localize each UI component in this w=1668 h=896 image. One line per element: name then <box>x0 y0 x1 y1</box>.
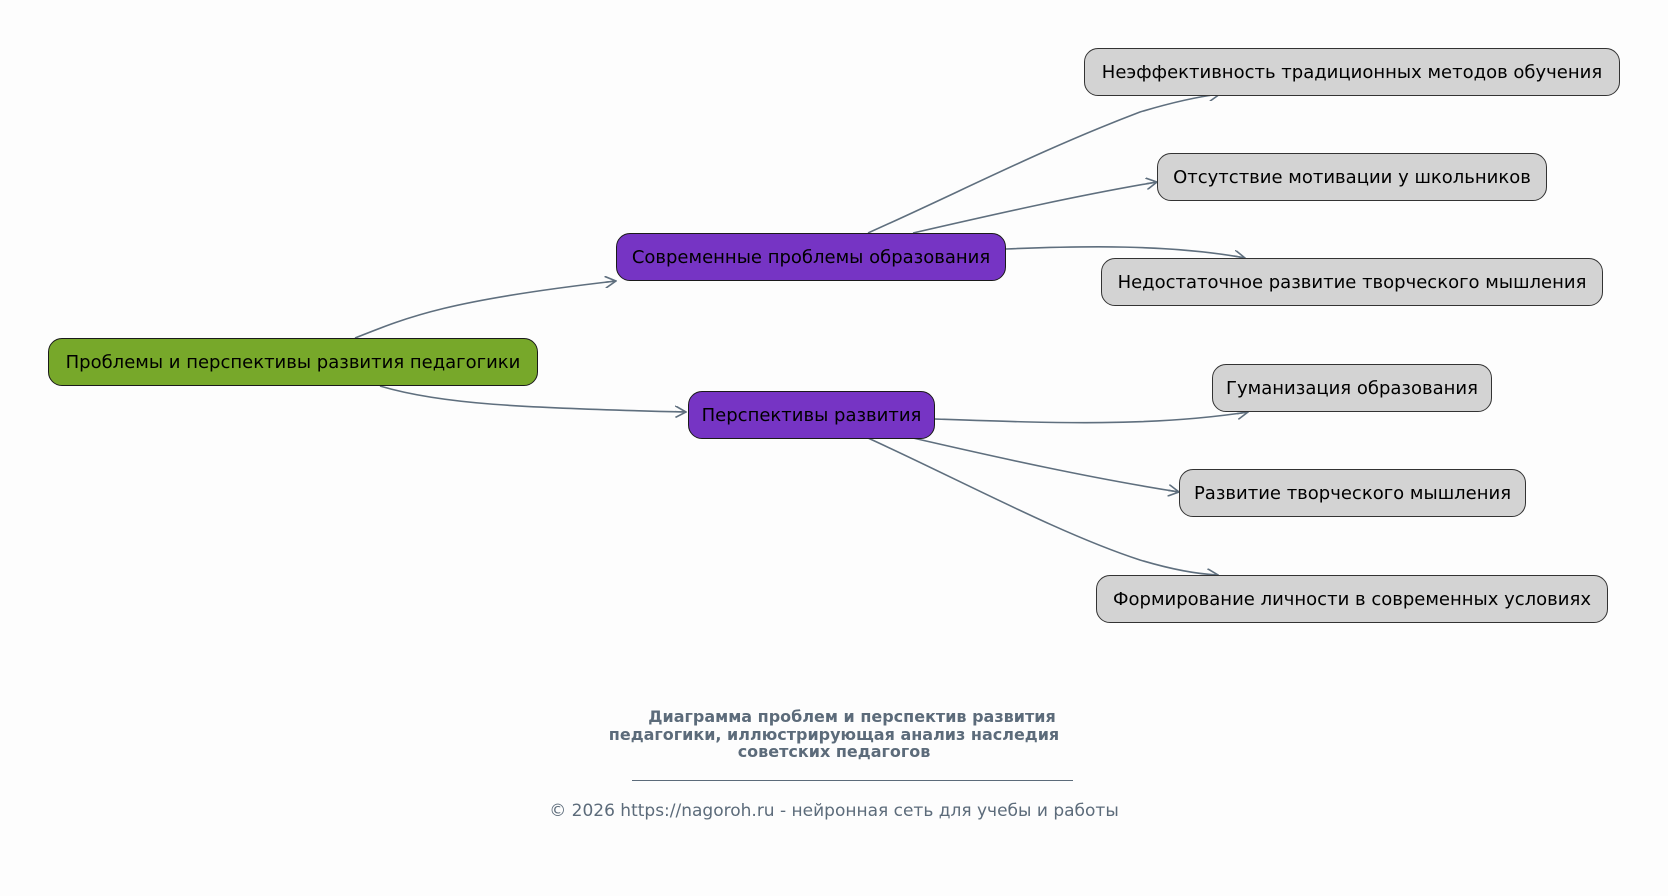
branch-node-label: Современные проблемы образования <box>631 246 991 268</box>
branch-node-perspectives[interactable]: Перспективы развития <box>688 391 935 439</box>
leaf-node-label: Развитие творческого мышления <box>1193 482 1512 504</box>
caption-line: педагогики, иллюстрирующая анализ наслед… <box>608 724 1060 744</box>
leaf-node-label: Недостаточное развитие творческого мышле… <box>1117 271 1587 293</box>
leaf-node-ineffective-methods[interactable]: Неэффективность традиционных методов обу… <box>1084 48 1620 96</box>
caption-divider <box>632 780 1073 781</box>
leaf-node-label: Неэффективность традиционных методов обу… <box>1101 61 1603 83</box>
edge-root-to-current-problems <box>354 281 616 339</box>
caption-line: Диаграмма проблем и перспектив развития <box>648 707 1056 726</box>
branch-node-label: Перспективы развития <box>701 404 922 426</box>
edge-root-to-perspectives <box>379 385 686 412</box>
leaf-node-label: Гуманизация образования <box>1226 377 1478 399</box>
footer-text: © 2026 https://nagoroh.ru - нейронная се… <box>549 801 1119 821</box>
leaf-node-personality-formation[interactable]: Формирование личности в современных усло… <box>1096 575 1608 623</box>
leaf-node-insufficient-creativity[interactable]: Недостаточное развитие творческого мышле… <box>1101 258 1603 306</box>
edge-to-personality-formation <box>867 437 1218 575</box>
root-node[interactable]: Проблемы и перспективы развития педагоги… <box>48 338 538 386</box>
edge-to-insufficient-creativity <box>1005 246 1245 258</box>
leaf-node-lack-of-motivation[interactable]: Отсутствие мотивации у школьников <box>1157 153 1547 201</box>
caption-line: советских педагогов <box>737 742 931 761</box>
edge-to-lack-of-motivation <box>912 182 1157 234</box>
root-node-label: Проблемы и перспективы развития педагоги… <box>65 351 521 373</box>
diagram-caption: Диаграмма проблем и перспектив развития … <box>0 708 1668 761</box>
leaf-node-creative-thinking[interactable]: Развитие творческого мышления <box>1179 469 1526 517</box>
edge-to-humanization <box>934 412 1248 424</box>
leaf-node-label: Формирование личности в современных усло… <box>1113 588 1591 610</box>
edge-to-ineffective-methods <box>867 94 1220 234</box>
leaf-node-humanization[interactable]: Гуманизация образования <box>1212 364 1492 412</box>
branch-node-current-problems[interactable]: Современные проблемы образования <box>616 233 1006 281</box>
leaf-node-label: Отсутствие мотивации у школьников <box>1173 166 1531 188</box>
edge-to-creative-thinking <box>912 437 1179 492</box>
